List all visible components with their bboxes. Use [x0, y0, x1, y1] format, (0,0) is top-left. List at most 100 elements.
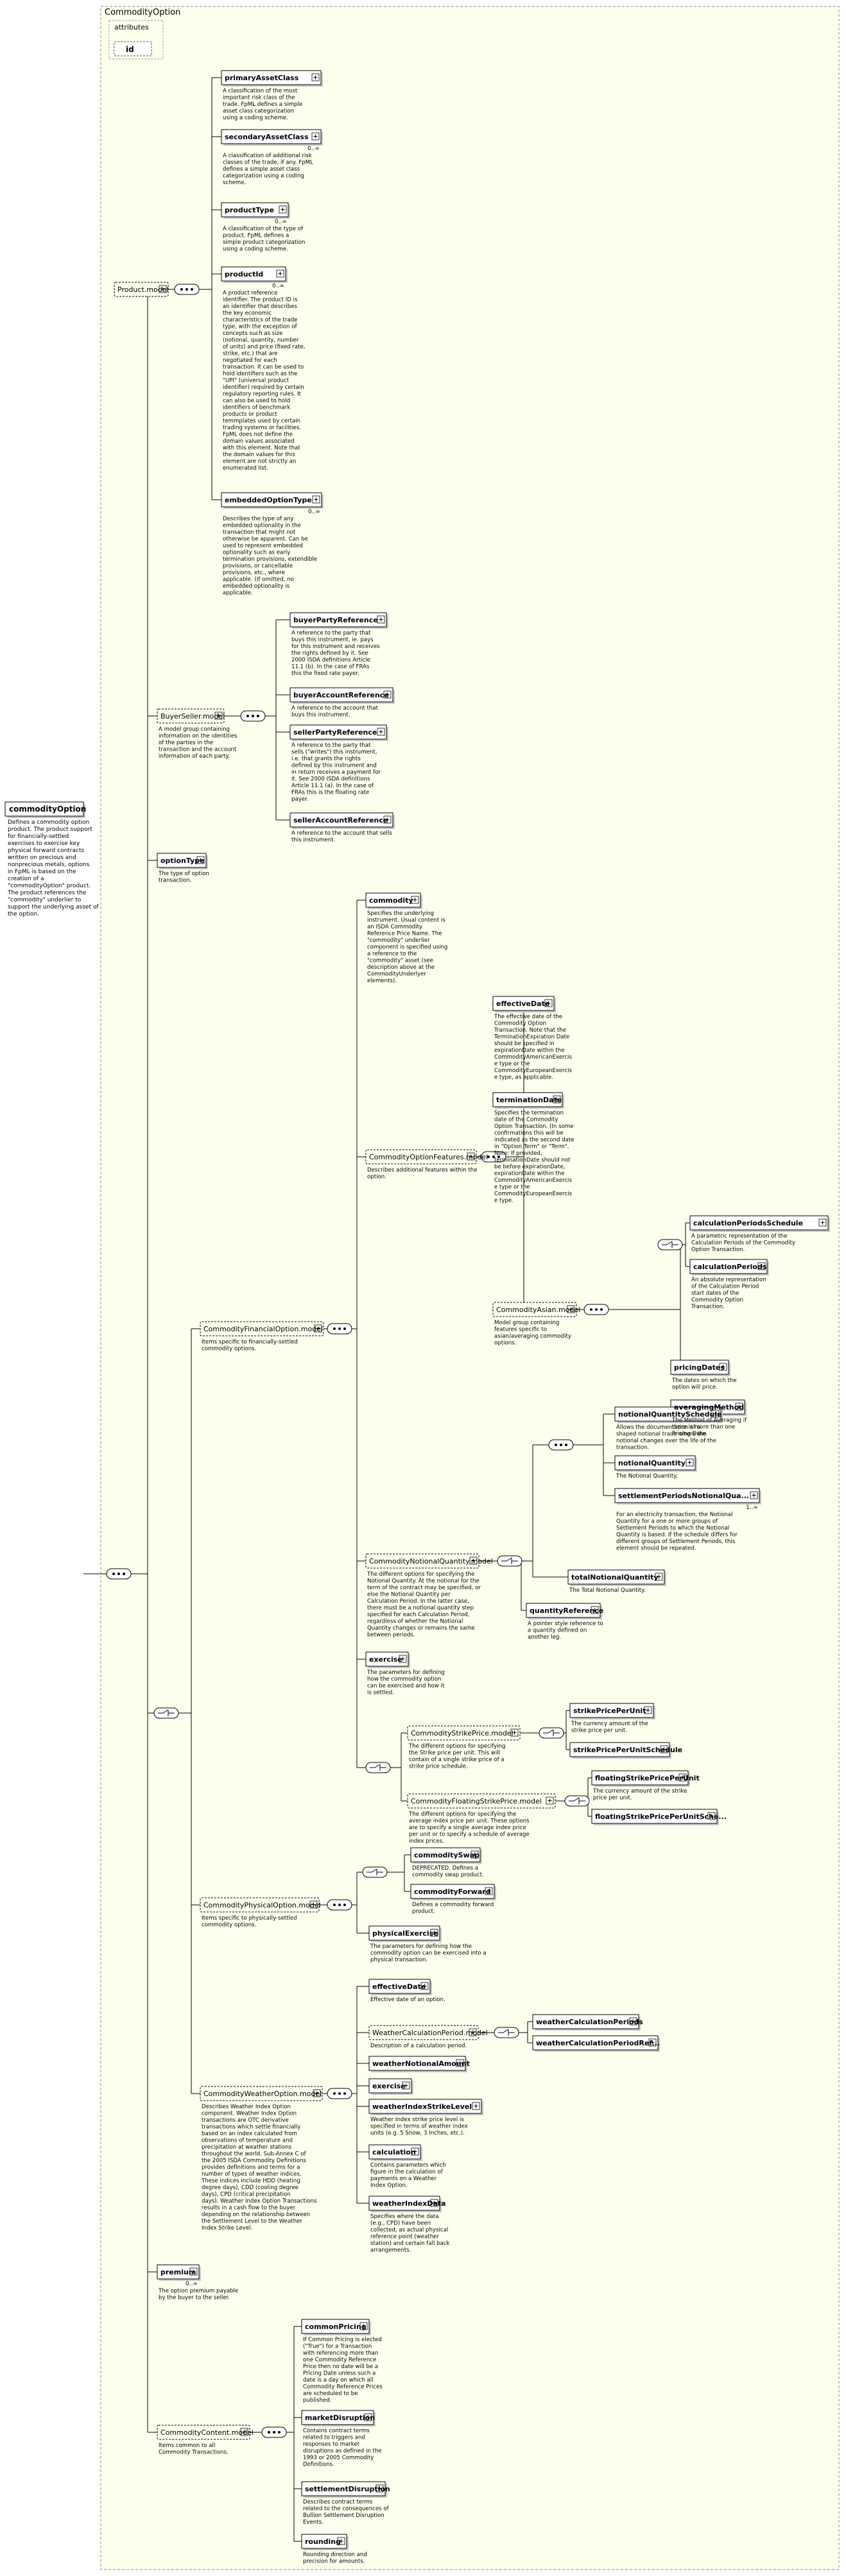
weatherindexdata-box[interactable] — [368, 2196, 440, 2211]
calculation-box[interactable] — [368, 2144, 421, 2160]
plus-icon — [752, 1493, 756, 1497]
commoditystrikeprice-model-group-box[interactable] — [407, 1725, 521, 1741]
calculationperiods-box[interactable] — [689, 1259, 768, 1274]
sequence-dot — [112, 1573, 115, 1575]
quantityreference-doc-line: A pointer style reference to — [528, 1621, 603, 1627]
weathercalculationperiod-model-group-box[interactable] — [368, 2025, 479, 2040]
physicalexercise-box[interactable] — [368, 1925, 440, 1941]
settlementperiodsnotionalqua-doc-line: For an electricity transaction, the Noti… — [616, 1512, 733, 1518]
commodityforward-doc-line: Defines a commodity forward — [412, 1902, 494, 1908]
sellerpartyreference-label: sellerPartyReference — [293, 728, 377, 737]
commonpricing-doc-line: If Common Pricing is elected — [303, 2337, 382, 2343]
settlementdisruption-box[interactable] — [301, 2481, 386, 2496]
root-element-box[interactable] — [4, 801, 84, 817]
optiontype-box[interactable] — [157, 853, 207, 868]
commodityweatheroption-model-doc-line: the Settlement Level to the Weather — [202, 2219, 302, 2225]
weathercalculationperiodref-box[interactable] — [532, 2035, 659, 2051]
productid-doc-line: domain values associated — [223, 438, 295, 445]
buyerpartyreference-doc-line: A reference to the party that — [291, 630, 371, 636]
commoditynotionalquantity-model-doc-line: Calculation Period. In the latter case, — [367, 1598, 469, 1605]
choice-glyph — [501, 1557, 518, 1564]
commoditynotionalquantity-model-group-box[interactable] — [365, 1553, 479, 1569]
productid-doc-line: of units) and price (fixed rate, — [223, 344, 306, 350]
effectivedate-box[interactable] — [368, 1979, 431, 1994]
commodityweatheroption-model-doc-line: Describes Weather Index Option — [202, 2104, 291, 2110]
choice-glyph — [370, 1764, 386, 1771]
effectivedate-doc-line: should be specified in — [494, 1041, 555, 1047]
plus-icon — [650, 2040, 655, 2045]
commodityweatheroption-model-doc-line: transactions which settle financially — [202, 2124, 300, 2131]
commoditycontent-model-group-box[interactable] — [157, 2425, 250, 2440]
rounding-box[interactable] — [301, 2534, 347, 2549]
exercise-box[interactable] — [365, 1651, 409, 1667]
effectivedate-box[interactable] — [492, 996, 555, 1011]
calculation-doc-line: payments on a Weather — [370, 2176, 437, 2182]
floatingstrikepriceperunit-box[interactable] — [591, 1770, 689, 1786]
commodityweatheroption-model-doc-line: based on an index calculated from — [202, 2131, 297, 2137]
weatherindexdata-doc-line: arrangements. — [370, 2248, 411, 2254]
terminationdate-doc-line: in "Option Term" or "Term". — [494, 1144, 569, 1150]
root-element-label: commodityOption — [9, 805, 86, 814]
commodity-box[interactable] — [365, 892, 421, 908]
totalnotionalquantity-box[interactable] — [567, 1569, 665, 1585]
sequence-dot — [487, 1156, 490, 1158]
embeddedoptiontype-box[interactable] — [221, 492, 322, 508]
buyeraccountreference-box[interactable] — [289, 687, 393, 703]
plus-icon — [469, 1154, 473, 1159]
commodityfloatingstrikeprice-model-group-box[interactable] — [407, 1793, 556, 1809]
premium-doc-line: by the buyer to the seller. — [159, 2295, 230, 2301]
pricingdates-label: pricingDates — [674, 1363, 725, 1372]
root-doc-line: the option. — [8, 911, 39, 917]
buyerseller-model-group-box[interactable] — [157, 708, 225, 724]
productid-doc-line: (notional, quantity, number — [223, 337, 299, 344]
plus-icon — [713, 1412, 718, 1416]
weathernotionalamount-box[interactable] — [368, 2056, 466, 2071]
pricingdates-box[interactable] — [670, 1360, 729, 1375]
calculationperiodsschedule-box[interactable] — [689, 1215, 829, 1231]
commoditystrikeprice-model-label: CommodityStrikePrice.model — [411, 1729, 514, 1737]
secondaryassetclass-box[interactable] — [221, 129, 322, 144]
attribute-id-box[interactable] — [114, 41, 152, 56]
commodityphysicaloption-model-group-box[interactable] — [200, 1897, 320, 1913]
commodityweatheroption-model-group-box[interactable] — [200, 2086, 323, 2101]
notionalquantityschedule-box[interactable] — [614, 1406, 721, 1422]
commodityphysicaloption-model-doc-line: commodity options. — [202, 1922, 256, 1929]
commodityswap-label: commoditySwap — [414, 1851, 479, 1859]
marketdisruption-box[interactable] — [301, 2410, 374, 2425]
sellerpartyreference-box[interactable] — [289, 724, 387, 740]
premium-box[interactable] — [157, 2264, 200, 2280]
commodityfinancialoption-model-group-box[interactable] — [200, 1321, 324, 1336]
commonpricing-box[interactable] — [301, 2319, 370, 2334]
terminationdate-doc-line: CommodityEuropeanExercis — [494, 1191, 572, 1197]
plus-icon — [311, 1902, 316, 1907]
primaryassetclass-box[interactable] — [221, 70, 322, 85]
producttype-box[interactable] — [221, 202, 289, 218]
commodityswap-box[interactable] — [410, 1847, 481, 1863]
root-doc-line: exercises to exercise key — [8, 840, 80, 847]
exercise-doc-line: The parameters for defining — [367, 1669, 445, 1676]
strikepriceperunit-box[interactable] — [569, 1703, 654, 1718]
settlementperiodsnotionalqua-doc-line: Quantity for a one or more groups of — [616, 1519, 718, 1525]
terminationdate-doc-line: CommodityAmericanExercis — [494, 1177, 572, 1184]
productid-box[interactable] — [221, 266, 286, 282]
floatingstrikepriceperunitsche-box[interactable] — [591, 1809, 718, 1824]
product-model-group-box[interactable] — [114, 282, 169, 297]
settlementperiodsnotionalqua-box[interactable] — [614, 1488, 760, 1503]
buyerpartyreference-box[interactable] — [289, 612, 387, 627]
strikepriceperunitschedule-box[interactable] — [569, 1742, 670, 1757]
exercise-box[interactable] — [368, 2078, 412, 2094]
commonpricing-doc-line: Commodity Reference Prices — [303, 2384, 383, 2391]
commoditynotionalquantity-model-doc-line: between periods. — [367, 1632, 415, 1639]
commodityforward-box[interactable] — [410, 1884, 495, 1899]
plus-icon — [198, 858, 203, 862]
terminationdate-box[interactable] — [492, 1092, 563, 1107]
weathercalculationperiods-box[interactable] — [532, 2014, 639, 2029]
weatherindexstrikelevel-box[interactable] — [368, 2099, 482, 2114]
selleraccountreference-box[interactable] — [289, 812, 393, 828]
sellerpartyreference-doc-line: Article 11.1 (a). In the case of — [291, 783, 374, 789]
notionalquantity-box[interactable] — [614, 1455, 696, 1471]
quantityreference-box[interactable] — [526, 1603, 601, 1618]
commodityasian-model-group-box[interactable] — [492, 1302, 577, 1317]
notionalquantityschedule-doc-line: transaction. — [616, 1445, 649, 1451]
commodityoptionfeatures-model-group-box[interactable] — [365, 1149, 477, 1164]
